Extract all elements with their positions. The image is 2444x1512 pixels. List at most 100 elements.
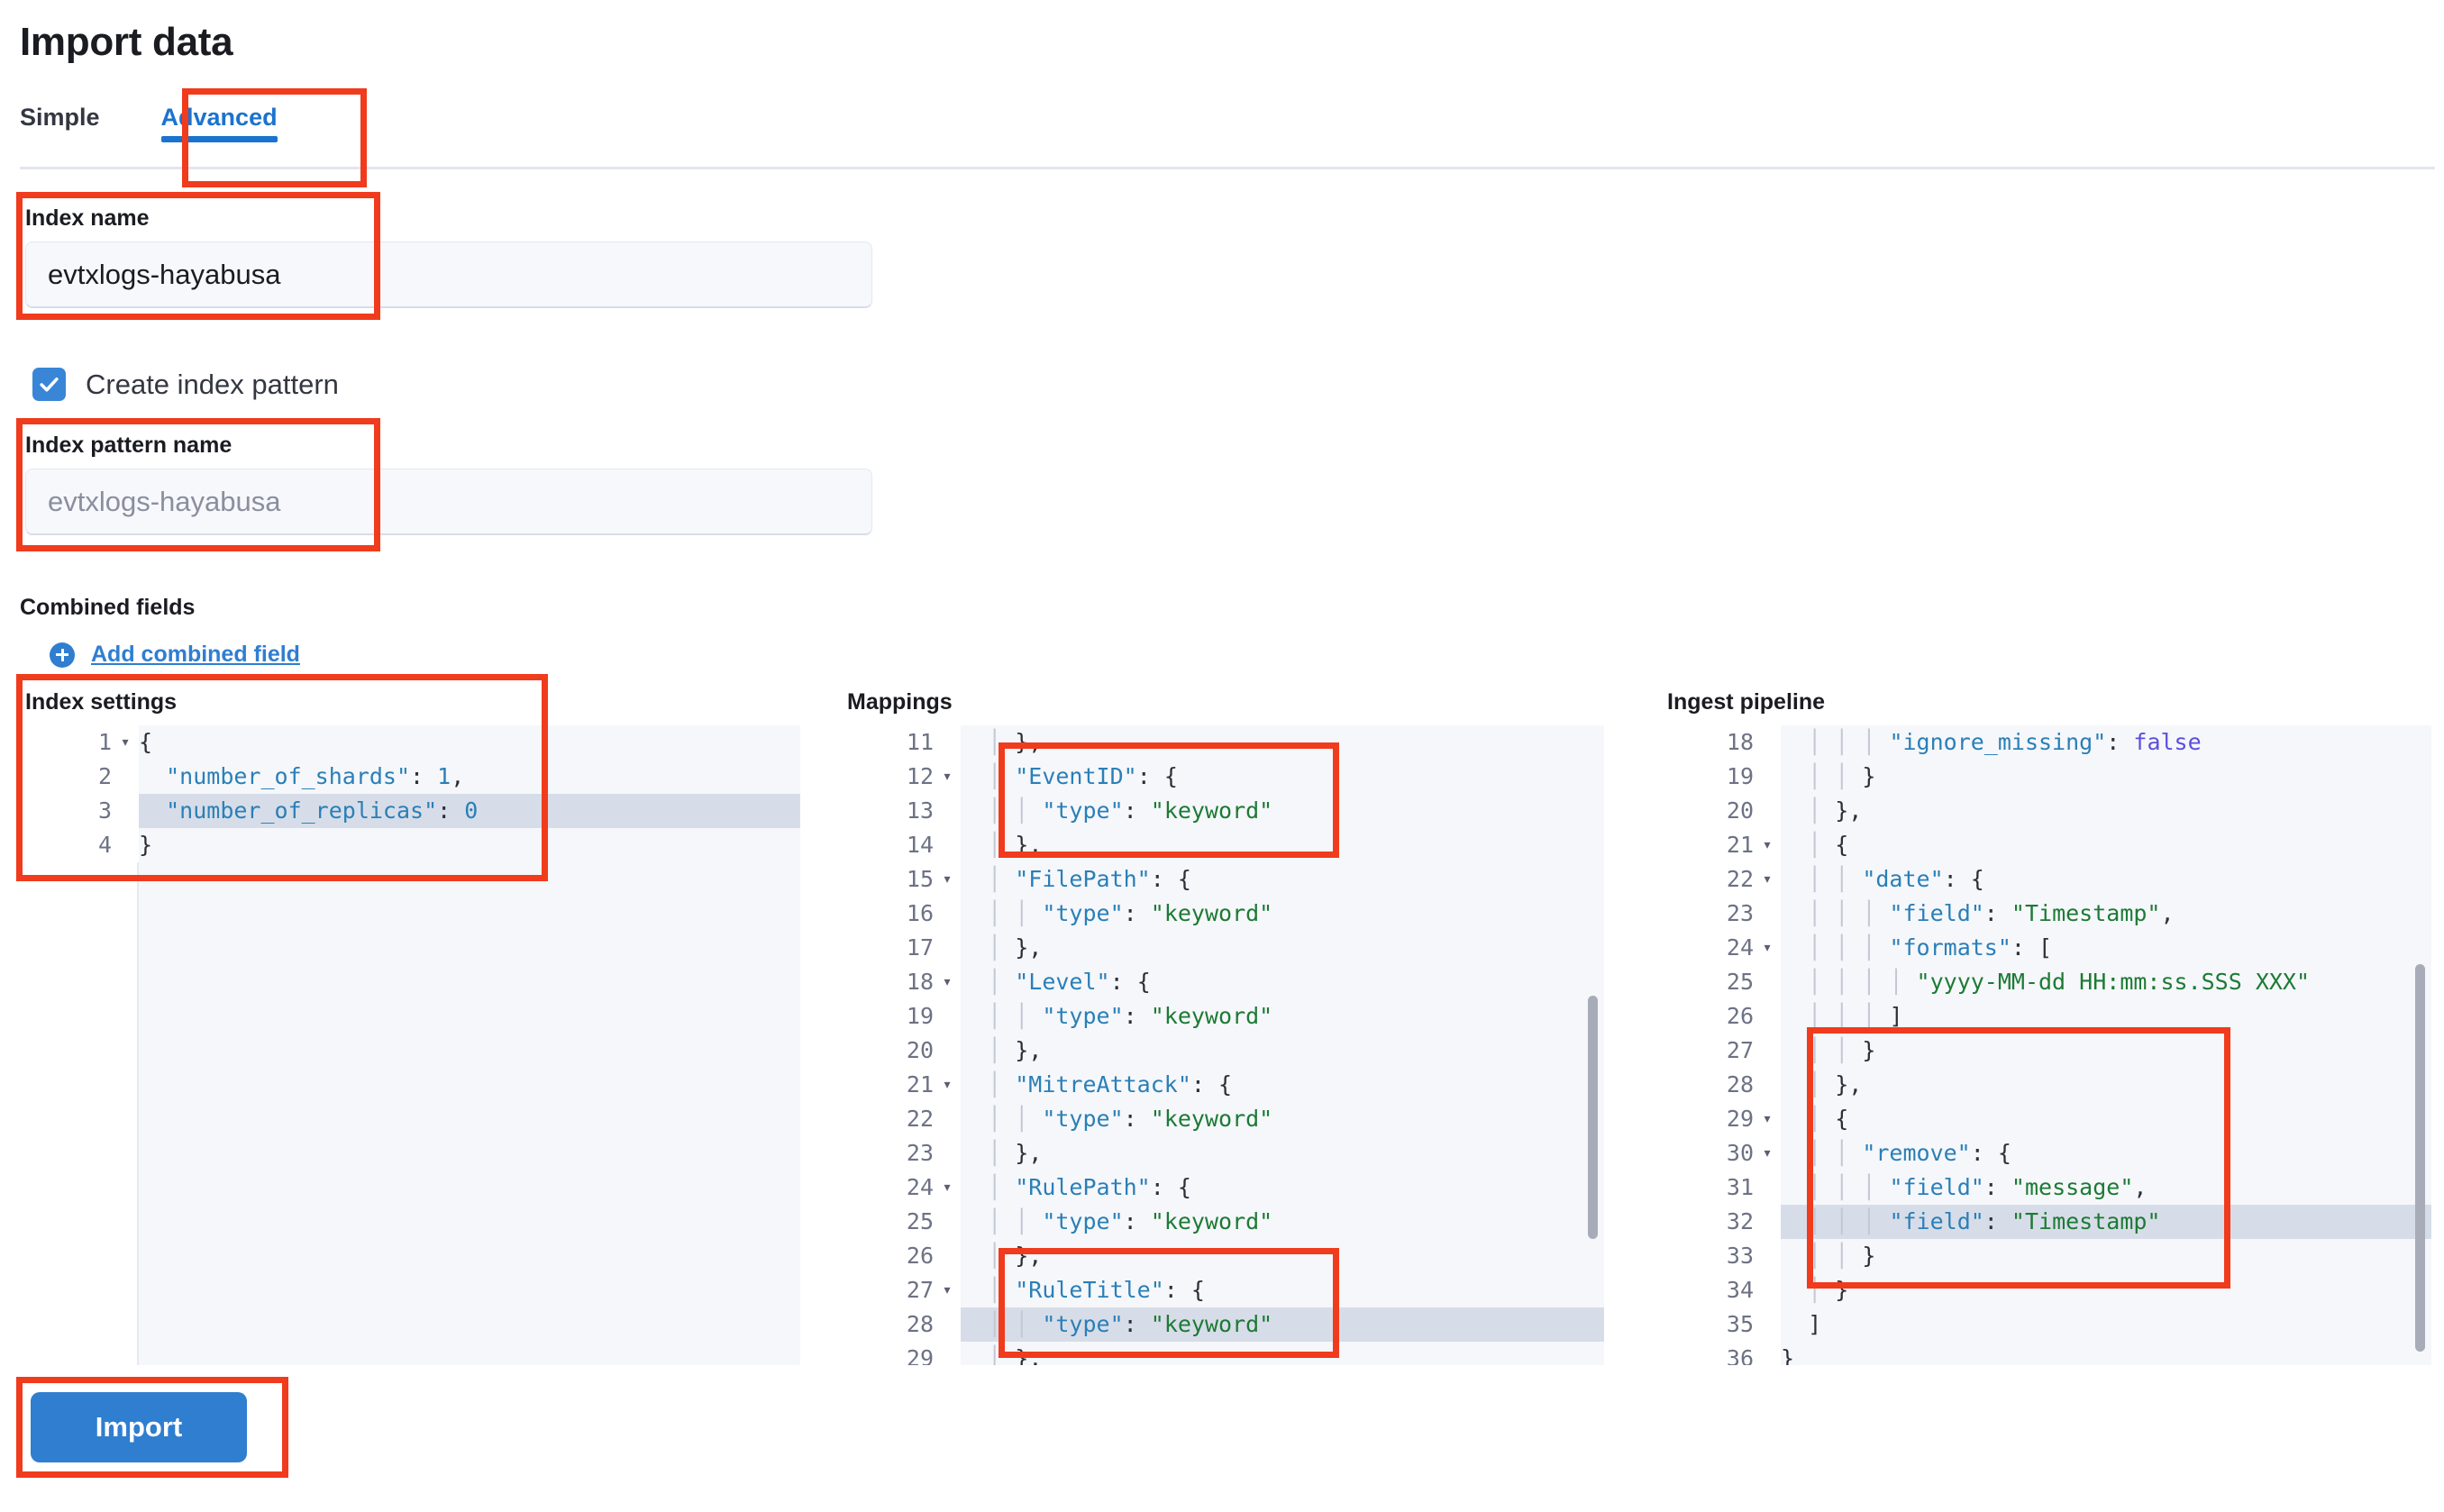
code-line: 28 │ │ "type": "keyword" <box>847 1307 1604 1342</box>
code-text: │ } <box>1808 1277 1849 1303</box>
tab-active-underline <box>160 136 278 142</box>
tab-simple-label: Simple <box>20 104 100 131</box>
tab-bar: Simple Advanced <box>20 95 305 151</box>
code-line: 14 │ }, <box>847 828 1604 862</box>
line-number: 13 <box>847 794 934 828</box>
mappings-scrollbar[interactable] <box>1588 996 1598 1239</box>
fold-toggle-icon <box>112 760 139 794</box>
fold-toggle-icon <box>1754 760 1781 794</box>
code-line: 24▾ │ │ │ "formats": [ <box>1667 931 2431 965</box>
fold-toggle-icon[interactable]: ▾ <box>934 1170 961 1205</box>
fold-toggle-icon[interactable]: ▾ <box>934 760 961 794</box>
fold-toggle-icon[interactable]: ▾ <box>1754 862 1781 897</box>
import-button[interactable]: Import <box>31 1392 247 1462</box>
code-line: 15▾ │ "FilePath": { <box>847 862 1604 897</box>
code-line: 25 │ │ │ │ "yyyy-MM-dd HH:mm:ss.SSS XXX" <box>1667 965 2431 999</box>
code-text: │ │ "date": { <box>1808 866 1984 892</box>
fold-toggle-icon <box>1754 1273 1781 1307</box>
code-line: 29▾ │ { <box>1667 1102 2431 1136</box>
fold-toggle-icon[interactable]: ▾ <box>1754 931 1781 965</box>
code-line: 30▾ │ │ "remove": { <box>1667 1136 2431 1170</box>
code-line: 21▾ │ { <box>1667 828 2431 862</box>
code-line: 19 │ │ } <box>1667 760 2431 794</box>
line-number: 26 <box>847 1239 934 1273</box>
index-settings-editor[interactable]: 1▾{2 "number_of_shards": 1,3 "number_of_… <box>25 725 800 1365</box>
fold-toggle-icon <box>1754 1170 1781 1205</box>
index-name-input[interactable]: evtxlogs-hayabusa <box>25 241 872 308</box>
code-text: │ }, <box>988 1243 1043 1269</box>
fold-toggle-icon[interactable]: ▾ <box>1754 1102 1781 1136</box>
fold-toggle-icon <box>1754 725 1781 760</box>
add-combined-field-button[interactable]: Add combined field <box>50 642 300 668</box>
fold-toggle-icon <box>112 828 139 862</box>
code-line: 26 │ }, <box>847 1239 1604 1273</box>
fold-toggle-icon <box>934 1205 961 1239</box>
code-line: 12▾ │ "EventID": { <box>847 760 1604 794</box>
code-text: │ }, <box>1808 797 1863 824</box>
fold-toggle-icon <box>934 1239 961 1273</box>
line-number: 24 <box>1667 931 1754 965</box>
line-number: 20 <box>847 1034 934 1068</box>
fold-toggle-icon[interactable]: ▾ <box>1754 828 1781 862</box>
code-text: │ "Level": { <box>988 969 1151 995</box>
mappings-editor[interactable]: 11 │ },12▾ │ "EventID": {13 │ │ "type": … <box>847 725 1604 1365</box>
line-number: 22 <box>1667 862 1754 897</box>
ingest-pipeline-scrollbar[interactable] <box>2415 964 2425 1352</box>
index-pattern-name-input[interactable]: evtxlogs-hayabusa <box>25 469 872 535</box>
fold-toggle-icon <box>1754 1205 1781 1239</box>
fold-toggle-icon[interactable]: ▾ <box>934 965 961 999</box>
combined-fields-label: Combined fields <box>20 595 196 620</box>
line-number: 28 <box>847 1307 934 1342</box>
add-combined-field-label: Add combined field <box>91 642 300 667</box>
tab-simple[interactable]: Simple <box>20 95 132 151</box>
checkbox-checked-icon[interactable] <box>32 368 66 401</box>
line-number: 27 <box>847 1273 934 1307</box>
line-number: 23 <box>847 1136 934 1170</box>
code-line: 18▾ │ "Level": { <box>847 965 1604 999</box>
fold-toggle-icon[interactable]: ▾ <box>934 1273 961 1307</box>
code-line: 26 │ │ │ ] <box>1667 999 2431 1034</box>
fold-toggle-icon <box>934 1342 961 1365</box>
code-text: "number_of_replicas": 0 <box>166 797 479 824</box>
line-number: 28 <box>1667 1068 1754 1102</box>
fold-toggle-icon <box>1754 999 1781 1034</box>
line-number: 12 <box>847 760 934 794</box>
line-number: 3 <box>25 794 112 828</box>
code-text: │ │ │ "field": "Timestamp" <box>1808 1208 2161 1234</box>
line-number: 18 <box>1667 725 1754 760</box>
tab-advanced[interactable]: Advanced <box>132 95 305 151</box>
code-text: │ │ } <box>1808 1037 1876 1063</box>
code-line: 36} <box>1667 1342 2431 1365</box>
code-text: │ │ │ "ignore_missing": false <box>1808 729 2202 755</box>
fold-toggle-icon <box>934 931 961 965</box>
create-index-pattern-checkbox-row[interactable]: Create index pattern <box>32 368 339 401</box>
code-text: │ }, <box>988 934 1043 961</box>
fold-toggle-icon <box>934 828 961 862</box>
line-number: 31 <box>1667 1170 1754 1205</box>
code-text: ] <box>1808 1311 1822 1337</box>
fold-toggle-icon[interactable]: ▾ <box>1754 1136 1781 1170</box>
fold-toggle-icon[interactable]: ▾ <box>934 1068 961 1102</box>
fold-toggle-icon <box>934 1034 961 1068</box>
code-text: │ "FilePath": { <box>988 866 1191 892</box>
fold-toggle-icon <box>934 897 961 931</box>
page-title: Import data <box>20 20 233 64</box>
ingest-pipeline-editor[interactable]: 18 │ │ │ "ignore_missing": false 19 │ │ }… <box>1667 725 2431 1365</box>
line-number: 30 <box>1667 1136 1754 1170</box>
index-settings-title: Index settings <box>25 689 178 715</box>
code-line: 20 │ }, <box>1667 794 2431 828</box>
line-number: 18 <box>847 965 934 999</box>
fold-toggle-icon[interactable]: ▾ <box>934 862 961 897</box>
line-number: 15 <box>847 862 934 897</box>
line-number: 21 <box>1667 828 1754 862</box>
code-text: │ │ │ ] <box>1808 1003 1903 1029</box>
code-line: 35 ] <box>1667 1307 2431 1342</box>
plus-circle-icon <box>50 642 75 668</box>
fold-toggle-icon[interactable]: ▾ <box>112 725 139 760</box>
line-number: 11 <box>847 725 934 760</box>
index-pattern-name-label: Index pattern name <box>25 433 233 458</box>
code-text: │ }, <box>988 1140 1043 1166</box>
code-text: "number_of_shards": 1, <box>166 763 465 789</box>
line-number: 32 <box>1667 1205 1754 1239</box>
fold-toggle-icon <box>934 999 961 1034</box>
